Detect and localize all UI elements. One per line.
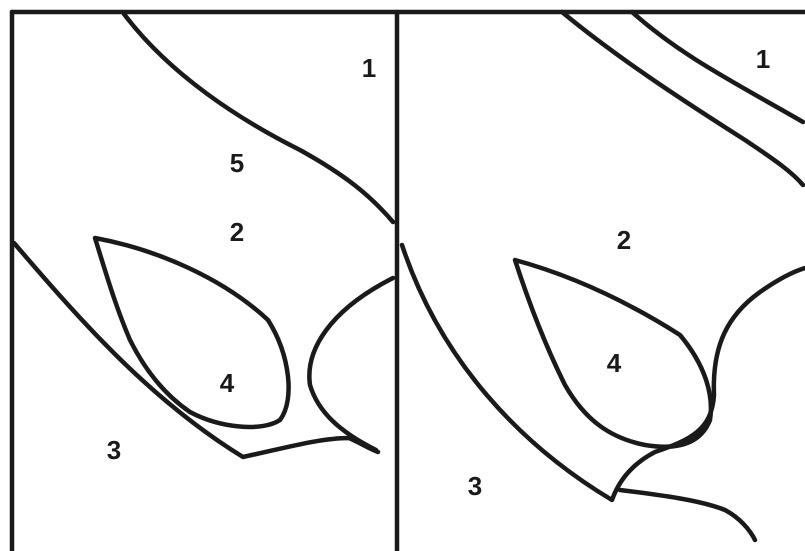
left-region-label: 2 bbox=[230, 217, 244, 247]
left-region-label: 4 bbox=[220, 368, 235, 398]
right-region-label: 3 bbox=[468, 471, 482, 501]
right-panel: 1 2 4 3 bbox=[402, 12, 805, 540]
left-region-label: 1 bbox=[362, 53, 376, 83]
right-curve-lower bbox=[402, 245, 805, 500]
left-panel: 1 5 2 4 3 bbox=[14, 14, 393, 465]
left-teardrop bbox=[95, 238, 289, 427]
right-region-label: 1 bbox=[756, 44, 770, 74]
left-curve-lower bbox=[14, 243, 378, 457]
right-curve-top bbox=[632, 12, 803, 122]
left-crescent bbox=[309, 278, 393, 450]
right-curve-upper bbox=[562, 12, 803, 185]
right-region-label: 2 bbox=[617, 225, 631, 255]
right-tail bbox=[620, 490, 755, 540]
left-region-label: 3 bbox=[107, 435, 121, 465]
left-region-label: 5 bbox=[230, 148, 244, 178]
left-curve-upper bbox=[124, 14, 393, 222]
right-region-label: 4 bbox=[607, 348, 622, 378]
